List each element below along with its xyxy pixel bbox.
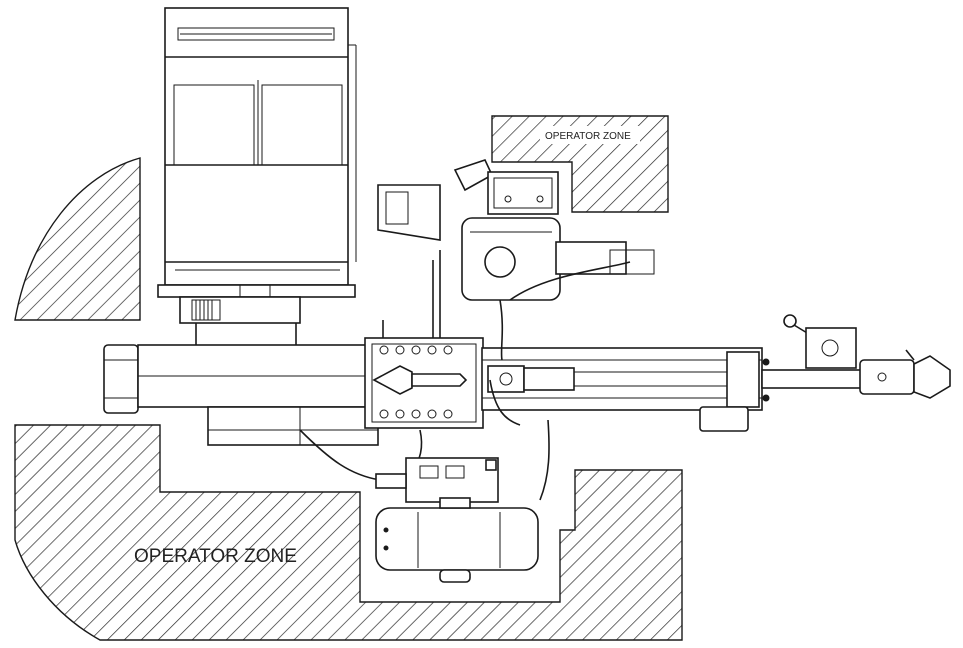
operator-zone-small-label: OPERATOR ZONE [545, 131, 631, 142]
control-handle-assembly [783, 314, 951, 399]
main-boom [103, 344, 379, 446]
clamp-head [364, 250, 484, 429]
valve-block [375, 457, 499, 503]
feed-cylinder [481, 347, 863, 432]
operator-zone-large-label: OPERATOR ZONE [134, 546, 297, 567]
bottom-drum [375, 497, 539, 583]
cabinet-unit [157, 7, 357, 345]
machine-drawing [103, 7, 951, 583]
operator-zone-left-upper [14, 157, 141, 321]
engine-block [377, 159, 655, 361]
operator-zone-bottom: OPERATOR ZONE [14, 424, 683, 641]
operator-zone-top-right: OPERATOR ZONE [491, 115, 669, 213]
